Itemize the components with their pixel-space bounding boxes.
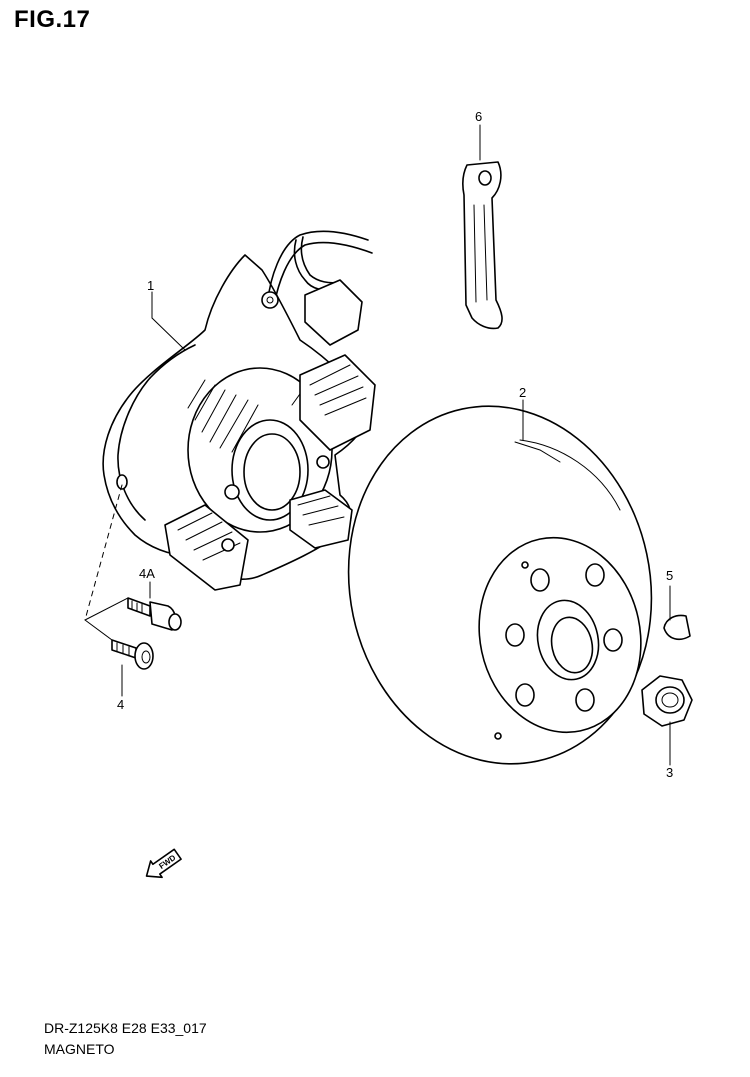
stator-mount-hole: [116, 474, 128, 490]
stator-bore: [231, 419, 309, 521]
callout-numbers: 6 1 2 5 4A 4 3: [117, 109, 673, 780]
callout-5: 5: [666, 568, 673, 583]
stator-assembly: [102, 230, 376, 591]
screw-4a: [127, 597, 182, 631]
figure-title: FIG.17: [14, 6, 91, 33]
diagram-name: MAGNETO: [44, 1041, 115, 1057]
callout-1: 1: [147, 278, 154, 293]
rotor-flywheel: [347, 405, 653, 765]
callout-6: 6: [475, 109, 482, 124]
rotor-hole: [585, 563, 605, 587]
rotor-hole: [530, 568, 550, 592]
wire-grommet: [304, 279, 363, 346]
screw-4: [111, 639, 154, 670]
leader-lines: [84, 124, 671, 766]
woodruff-key: [663, 614, 691, 641]
diagram-code: DR-Z125K8 E28 E33_017: [44, 1020, 207, 1036]
fwd-arrow: FWD: [145, 848, 182, 879]
callout-3: 3: [666, 765, 673, 780]
callout-4: 4: [117, 697, 124, 712]
callout-4a: 4A: [139, 566, 155, 581]
rotor-hole: [515, 683, 535, 707]
callout-2: 2: [519, 385, 526, 400]
rotor-hole: [575, 688, 595, 712]
rotor-nut: [641, 675, 693, 727]
rotor-hole: [505, 623, 525, 647]
wire-clamp: [461, 161, 503, 330]
rotor-hole: [603, 628, 623, 652]
